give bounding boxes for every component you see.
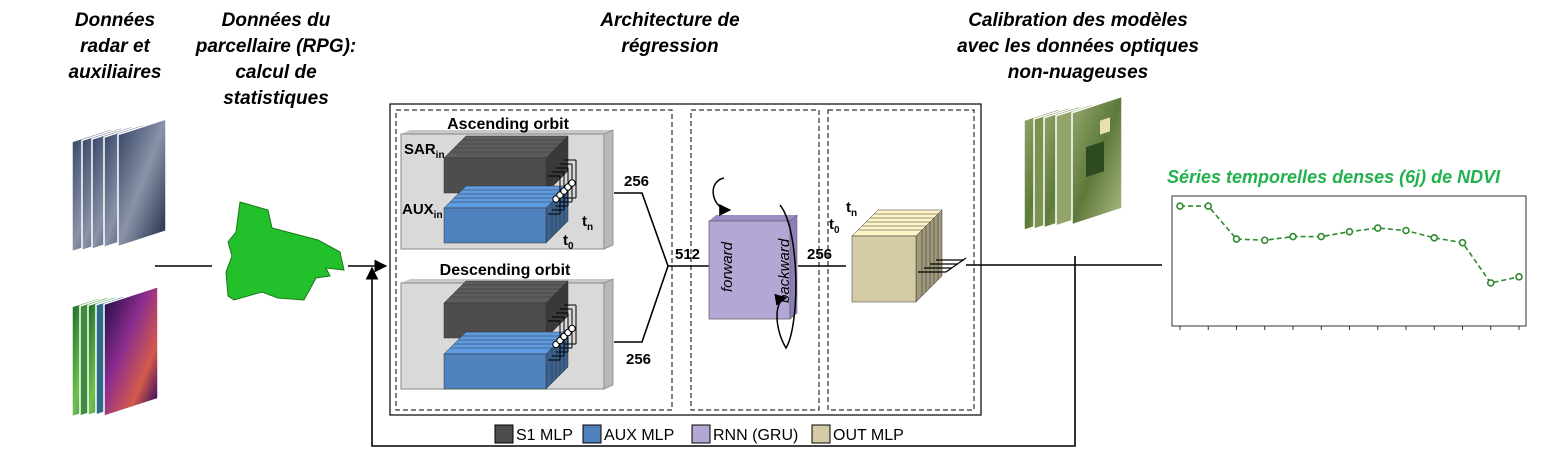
ndvi-point <box>1289 232 1297 241</box>
tn-label-ascending: tn <box>582 213 593 233</box>
legend-swatch <box>494 424 514 444</box>
calibration-title-line-1: Calibration des modèles <box>968 10 1188 31</box>
legend-label: OUT MLP <box>833 427 904 444</box>
forward-label: forward <box>719 241 736 292</box>
aux-mlp-desc-layer <box>443 347 553 390</box>
legend: S1 MLP AUX MLP RNN (GRU) OUT MLP <box>494 424 904 444</box>
architecture-outer-box <box>389 103 982 416</box>
mlp-section-box <box>395 109 673 411</box>
calibration-title-line-2: avec les données optiques <box>957 36 1199 57</box>
rpg-title-line-3: calcul de <box>235 62 317 83</box>
rpg-title-line-2: parcellaire (RPG): <box>195 36 357 57</box>
mlp-stacks <box>443 135 577 390</box>
ndvi-point <box>1260 236 1269 245</box>
legend-label: AUX MLP <box>604 427 674 444</box>
sar-input-label: SARin <box>404 141 445 161</box>
rnn-section-box <box>690 109 820 411</box>
tn-label-out: tn <box>846 199 857 219</box>
ndvi-point <box>1515 273 1523 281</box>
legend-label: RNN (GRU) <box>713 427 798 444</box>
legend-swatch <box>582 424 602 444</box>
parcel-shape <box>225 201 345 301</box>
ndvi-point <box>1204 202 1213 210</box>
backward-label: backward <box>776 238 793 303</box>
architecture-title-line-2: régression <box>621 36 718 57</box>
legend-label: S1 MLP <box>516 427 573 444</box>
feedback-loop-line <box>371 256 1076 447</box>
radar-title-line-2: radar et <box>80 36 150 57</box>
ndvi-series <box>1176 202 1523 287</box>
aux-mlp-asc-layer <box>443 201 553 244</box>
forward-loop-arrow <box>712 177 732 216</box>
dim-256-rnn: 256 <box>807 246 832 263</box>
ndvi-title: Séries temporelles denses (6j) de NDVI <box>1167 167 1501 187</box>
ndvi-point <box>1402 226 1410 235</box>
ndvi-point <box>1176 202 1184 210</box>
radar-title-line-3: auxiliaires <box>69 62 162 83</box>
dim-256-bottom: 256 <box>626 351 651 368</box>
ndvi-ticks <box>1179 326 1520 330</box>
ascending-orbit-label: Ascending orbit <box>447 116 569 133</box>
ndvi-point <box>1373 224 1382 232</box>
out-mlp-layer <box>851 229 923 303</box>
ndvi-point <box>1458 238 1467 247</box>
out-section-box <box>827 109 975 411</box>
optical-image-stack <box>1023 95 1123 232</box>
architecture-title-line-1: Architecture de <box>599 10 740 31</box>
concat-node <box>568 324 576 333</box>
ndvi-point <box>1345 227 1354 236</box>
rpg-title-line-1: Données du <box>222 10 331 31</box>
calibration-title-line-3: non-nuageuses <box>1008 62 1148 83</box>
ndvi-chart-frame <box>1171 195 1527 327</box>
out-mlp-stack <box>851 209 943 303</box>
legend-swatch <box>691 424 711 444</box>
ndvi-point <box>1317 232 1326 241</box>
rnn-block <box>708 214 798 320</box>
ndvi-point <box>1486 279 1495 287</box>
t0-label-ascending: t0 <box>563 232 574 252</box>
radar-image-stack <box>71 118 167 253</box>
dim-512: 512 <box>675 246 700 263</box>
concat-node <box>568 179 576 187</box>
t0-label-out: t0 <box>829 216 840 236</box>
ndvi-point <box>1232 235 1241 243</box>
legend-swatch <box>811 424 831 444</box>
radar-title-line-1: Données <box>75 10 155 31</box>
rpg-title-line-4: statistiques <box>223 88 329 109</box>
auxiliary-image-stack <box>71 285 159 418</box>
output-fan-lines <box>918 257 967 273</box>
ndvi-point <box>1430 234 1439 242</box>
merge-lines <box>614 192 669 343</box>
descending-orbit-label: Descending orbit <box>440 262 571 279</box>
aux-input-label: AUXin <box>402 201 443 221</box>
backward-loop-arrow <box>774 204 797 350</box>
dim-256-top: 256 <box>624 173 649 190</box>
